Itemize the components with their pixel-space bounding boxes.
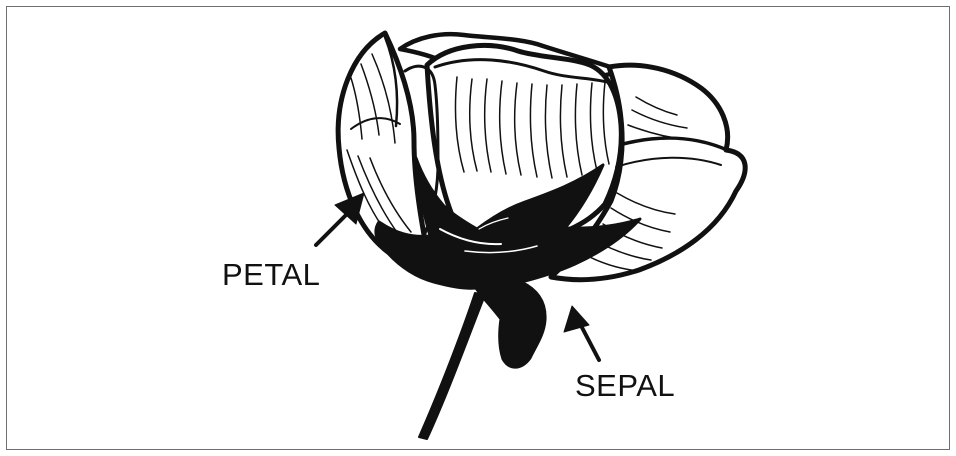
sepal-label: SEPAL bbox=[575, 370, 675, 401]
sepal-arrow bbox=[564, 306, 599, 360]
stem bbox=[419, 293, 485, 439]
petal-label: PETAL bbox=[222, 259, 320, 290]
petal-arrow bbox=[316, 193, 364, 245]
rose-flower-illustration bbox=[7, 7, 950, 450]
figure-frame: PETAL SEPAL bbox=[6, 6, 950, 450]
